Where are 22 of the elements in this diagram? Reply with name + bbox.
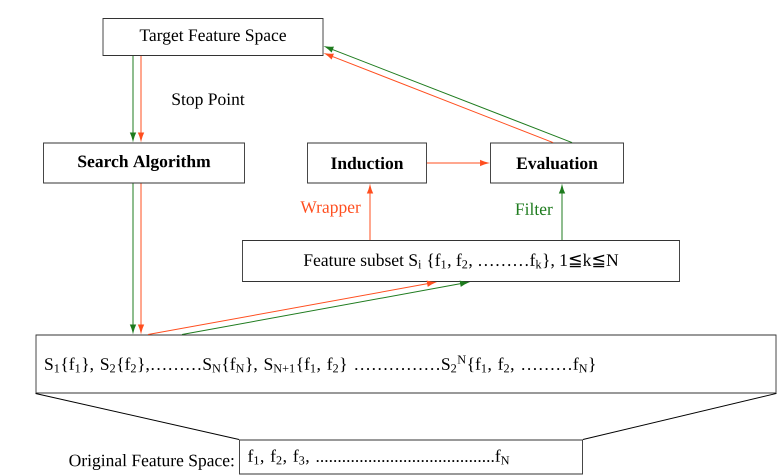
arrow (138, 55, 144, 141)
note-label: Stop Point (172, 93, 245, 109)
process-box: Target Feature Space (102, 18, 324, 56)
arrow (130, 182, 136, 333)
arrow (148, 280, 436, 336)
arrow (559, 185, 565, 241)
feature-space-box: f$_{1}$, f$_{2}$, f$_{3}$, .........................................f$_{N}$ (239, 440, 583, 474)
subset-box: Feature subset S$_{i}$ {f$_{1}$, f$_{2}$, ………f$_{k}$}, 1≦k≦N (242, 240, 680, 282)
arrow (130, 55, 136, 141)
edge-label: Filter (514, 202, 554, 216)
process-box: Induction (307, 142, 427, 184)
arrow (367, 185, 373, 241)
arrow (138, 182, 144, 333)
process-box: Search Algorithm (43, 142, 245, 184)
connector-line (35, 392, 240, 440)
arrow (182, 280, 468, 336)
subset-list-box: S$_{1}${f$_{1}$}, S$_{2}${f$_{2}$},………S$_{N}${f$_{N}$}, S$_{N+1}${f$_{1}$, f$_{2}$} ……………S$_{2}$$^{N}${f$_{1}$, f$_{2}$, ………f$_{N}$} (36, 334, 776, 394)
edge-label: Wrapper (299, 200, 362, 218)
side-label: Original Feature Space: (69, 454, 234, 470)
connector-line (582, 392, 777, 440)
arrow (426, 160, 488, 166)
process-box: Evaluation (490, 142, 624, 184)
